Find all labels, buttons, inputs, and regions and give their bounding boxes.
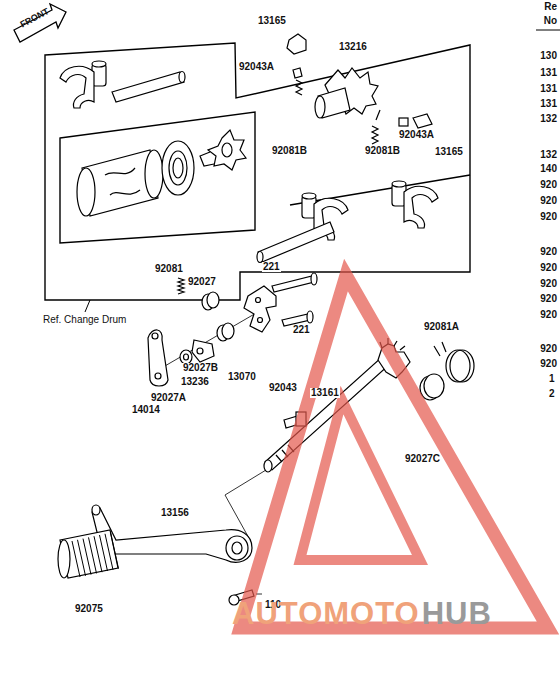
- callout-number: 13156: [160, 508, 190, 518]
- callout-number: 14014: [131, 405, 161, 415]
- table-cell: 132: [539, 114, 558, 124]
- callout-number: 92081B: [271, 146, 308, 156]
- callout-number: 92081: [154, 264, 184, 274]
- table-cell: 920: [539, 359, 558, 369]
- callout-number: 13236: [180, 377, 210, 387]
- callout-number: 13216: [338, 42, 368, 52]
- callout-number: 13165: [434, 147, 464, 157]
- callout-number: 221: [262, 262, 281, 272]
- callout-number: 92043: [268, 383, 298, 393]
- callout-number: 92027A: [150, 393, 187, 403]
- table-cell: No: [543, 16, 558, 26]
- table-cell: 2: [548, 389, 556, 399]
- callout-number: 13161: [310, 388, 340, 398]
- watermark: AUTOMOTO: [232, 598, 420, 629]
- table-cell: Re: [543, 2, 558, 12]
- table-cell: 920: [539, 310, 558, 320]
- watermark: HUB: [422, 598, 492, 629]
- table-cell: 920: [539, 212, 558, 222]
- table-cell: 920: [539, 196, 558, 206]
- callout-number: 92027: [187, 277, 217, 287]
- table-cell: 131: [539, 99, 558, 109]
- table-cell: 1: [548, 374, 556, 384]
- callout-number: 92027C: [404, 454, 441, 464]
- table-cell: 920: [539, 279, 558, 289]
- table-cell: 920: [539, 247, 558, 257]
- table-cell: 920: [539, 344, 558, 354]
- callout-number: 92043A: [238, 62, 275, 72]
- callout-number: 221: [292, 325, 311, 335]
- table-cell: 920: [539, 294, 558, 304]
- rubber-rib: [111, 533, 119, 569]
- callout-number: 92075: [74, 604, 104, 614]
- reference-note: Ref. Change Drum: [42, 315, 127, 325]
- callout-number: 92027B: [182, 363, 219, 373]
- table-cell: 131: [539, 68, 558, 78]
- table-cell: 920: [539, 180, 558, 190]
- table-cell: 131: [539, 84, 558, 94]
- table-cell: 132: [539, 150, 558, 160]
- table-cell: 130: [539, 51, 558, 61]
- callout-number: 13070: [227, 372, 257, 382]
- callout-number: 13165: [257, 16, 287, 26]
- table-cell: 140: [539, 164, 558, 174]
- callout-number: 92043A: [398, 130, 435, 140]
- table-cell: 920: [539, 263, 558, 273]
- callout-number: 92081B: [364, 146, 401, 156]
- callout-number: 92081A: [423, 322, 460, 332]
